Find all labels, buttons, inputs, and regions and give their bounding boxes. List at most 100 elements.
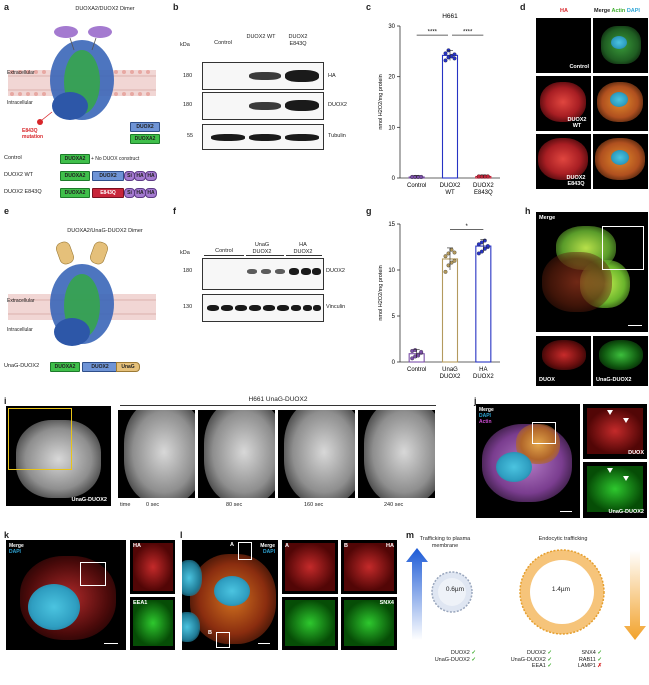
- m-right-name-eea1: EEA1: [531, 663, 546, 669]
- scale-bar-h: [628, 324, 642, 326]
- m-left-check-unag: ✓: [471, 656, 476, 663]
- panel-b-lane-wt: DUOX2 WT: [246, 34, 276, 40]
- micro-l-snx4-b: SNX4: [341, 597, 397, 650]
- panel-i-time-160: 160 sec: [304, 502, 324, 508]
- m-right-item-unag: UnaG-DUOX2 ✓: [498, 657, 552, 664]
- data-point: [485, 174, 490, 179]
- micro-i-t80: [198, 410, 275, 498]
- panel-f-group-unag: UnaG DUOX2: [252, 242, 272, 255]
- blot-ha: [202, 62, 324, 90]
- micro-l-ha-a: A: [282, 540, 338, 594]
- micro-h-merge: Merge: [536, 212, 648, 332]
- panel-e-extracellular: Extracellular: [7, 298, 35, 304]
- data-point: [452, 56, 457, 61]
- construct-wt-ha2: HA: [145, 171, 157, 181]
- micro-k-merge: Merge DAPI: [6, 540, 126, 650]
- micro-h-unag: UnaG-DUOX2: [593, 336, 648, 386]
- panel-f-kda: kDa: [180, 250, 190, 256]
- data-point: [419, 175, 424, 179]
- micro-k-merge-label: Merge: [9, 543, 24, 549]
- micro-j-dapi-label: DAPI: [479, 413, 491, 419]
- panel-label-l: l: [180, 530, 183, 540]
- panel-d-header-merge: Merge: [594, 8, 611, 14]
- panel-m-schematic: [406, 548, 646, 640]
- micro-d-row-label-e843q: DUOX2 E843Q: [566, 175, 586, 187]
- data-point: [476, 242, 481, 247]
- y-tick-label: 20: [388, 75, 395, 81]
- micro-d-merge-wt: [593, 76, 648, 131]
- blot-tubulin: [202, 124, 324, 150]
- m-left-check-duox2: ✓: [471, 650, 476, 656]
- construct-name-wt: DUOX2 WT: [4, 172, 34, 178]
- micro-l-ha-b-label: B: [344, 543, 348, 549]
- panel-e-intracellular: Intracellular: [7, 327, 33, 333]
- bar: [441, 54, 459, 179]
- micro-k-inset-box: [80, 562, 106, 586]
- panel-f-kda-1: 180: [183, 268, 193, 274]
- x-tick-label: HA: [479, 367, 487, 373]
- micro-k-legend: Merge DAPI: [9, 543, 24, 555]
- y-tick-label: 10: [388, 268, 395, 274]
- micro-d-merge-e843q: [593, 134, 648, 189]
- legend-duox2: DUOX2: [130, 122, 160, 132]
- panel-m-left-size: 0.6µm: [445, 586, 465, 593]
- chart-c-title: H661: [442, 13, 458, 20]
- data-point: [419, 349, 424, 354]
- m-right-check-snx4: ✓: [597, 650, 602, 656]
- scale-bar-l: [258, 642, 270, 644]
- panel-label-b: b: [173, 2, 179, 12]
- micro-l-inset-a-box: [238, 542, 252, 560]
- panel-e-title: DUOXA2/UnaG-DUOX2 Dimer: [67, 228, 143, 234]
- construct-control-duoxa2: DUOXA2: [60, 154, 90, 164]
- construct-mut-e843q: E843Q: [92, 188, 124, 198]
- x-tick-label: UnaG: [442, 367, 458, 373]
- panel-d-header-dapi: DAPI: [626, 8, 640, 14]
- data-point: [476, 251, 481, 256]
- micro-k-eea1: EEA1: [130, 597, 175, 650]
- micro-d-row-label-control: Control: [569, 64, 589, 70]
- panel-label-m: m: [406, 530, 415, 540]
- panel-label-j: j: [474, 396, 477, 406]
- construct-name-e843q: DUOX2 E843Q: [4, 189, 42, 195]
- panel-f-group-line-3: [286, 255, 322, 256]
- m-right-name-lamp1: LAMP1: [577, 663, 596, 669]
- panel-f-group-line-1: [204, 255, 244, 256]
- micro-h-duox: DUOX: [536, 336, 591, 386]
- panel-e-part-duoxa2: DUOXA2: [50, 362, 80, 372]
- micro-l-merge: A B Merge DAPI: [182, 540, 278, 650]
- data-point: [485, 244, 490, 249]
- m-right-name-rab11: RAB11: [578, 656, 596, 663]
- micro-d-ha-wt: DUOX2 WT: [536, 76, 591, 131]
- bar: [441, 258, 459, 363]
- micro-j-actin-label: Actin: [479, 419, 492, 425]
- panel-b-kda: kDa: [180, 42, 190, 48]
- panel-m-right-size: 1.4µm: [551, 586, 571, 593]
- blot-f-vinculin-label: Vinculin: [326, 304, 346, 310]
- data-point: [443, 51, 448, 56]
- panel-m-left-title: Trafficking to plasma membrane: [419, 536, 471, 549]
- m-right-name-snx4: SNX4: [581, 650, 596, 656]
- panel-m-right-list-b: SNX4 ✓ RAB11 ✓ LAMP1 ✗: [560, 650, 602, 670]
- scale-bar-j: [560, 510, 572, 512]
- construct-mut-ha2: HA: [145, 188, 157, 198]
- m-right-item-snx4: SNX4 ✓: [560, 650, 602, 657]
- panel-label-i: i: [4, 396, 7, 406]
- m-left-name-unag: UnaG-DUOX2: [434, 656, 470, 663]
- data-point: [452, 52, 457, 57]
- blot-f-duox2: [202, 258, 324, 290]
- micro-l-inset-b-tag: B: [208, 630, 212, 636]
- micro-k-eea1-label: EEA1: [133, 600, 148, 606]
- panel-b-kda-1: 180: [183, 73, 193, 79]
- data-point: [443, 254, 448, 259]
- micro-d-ha-control: Control: [536, 18, 591, 73]
- panel-label-c: c: [366, 2, 372, 12]
- blot-f-vinculin: [202, 294, 324, 322]
- panel-e-construct-name: UnaG-DUOX2: [4, 363, 40, 369]
- panel-i-title-line: [120, 405, 436, 406]
- blot-f-duox2-label: DUOX2: [326, 268, 345, 274]
- micro-k-dapi-label: DAPI: [9, 549, 21, 555]
- y-tick-label: 0: [392, 176, 396, 182]
- panel-a-intracellular: Intracellular: [7, 100, 33, 106]
- y-tick-label: 5: [392, 314, 396, 320]
- micro-l-snx4-label: SNX4: [379, 600, 394, 606]
